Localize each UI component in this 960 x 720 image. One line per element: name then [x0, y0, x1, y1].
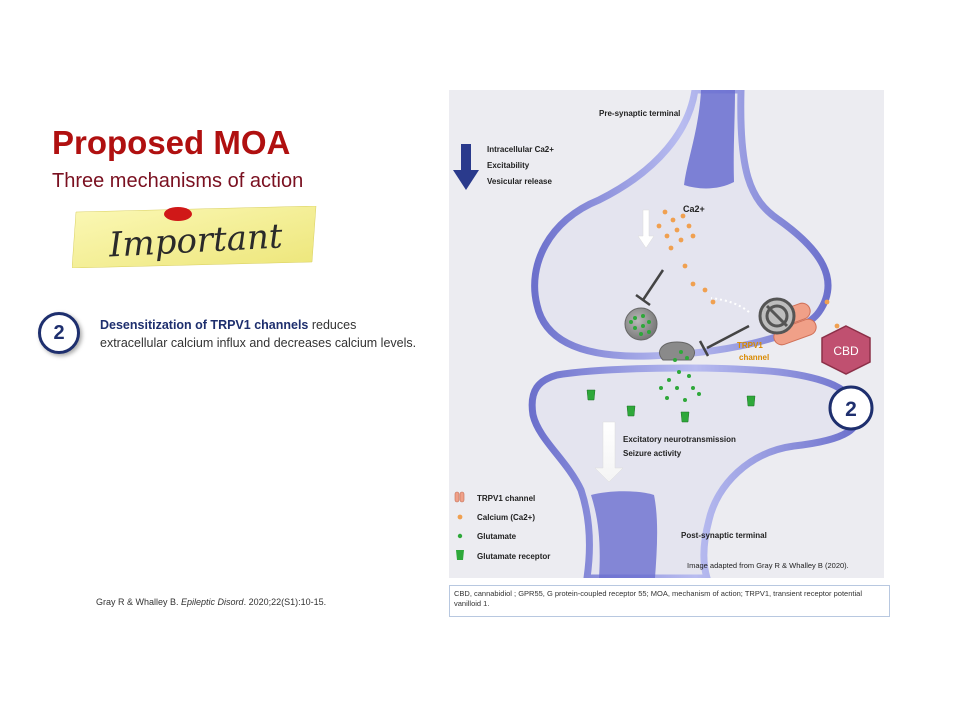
citation-authors: Gray R & Whalley B. — [96, 597, 182, 607]
presynaptic-terminal — [531, 90, 832, 360]
effect-label-1: Excitatory neurotransmission — [623, 435, 736, 444]
large-down-arrow-icon — [594, 421, 624, 483]
legend-calcium-icon — [457, 514, 463, 520]
inhibit-line-vesicle — [641, 269, 665, 301]
decrease-arrow-icon — [453, 144, 479, 190]
released-glutamate — [659, 350, 701, 402]
image-source: Image adapted from Gray R & Whalley B (2… — [687, 561, 849, 570]
important-sticky-note: Important — [72, 206, 317, 268]
postsynaptic-label: Post-synaptic terminal — [681, 531, 767, 540]
vesicle-glutamate — [629, 314, 651, 336]
cbd-hexagon — [821, 325, 871, 375]
slide-title: Proposed MOA — [52, 124, 291, 161]
down-label-1: Intracellular Ca2+ — [487, 145, 554, 154]
postsynaptic-neck-shading — [591, 491, 658, 578]
presynaptic-label: Pre-synaptic terminal — [599, 109, 680, 118]
mechanism-badge-circle — [828, 385, 874, 431]
legend-calcium: Calcium (Ca2+) — [477, 513, 535, 522]
legend-glutamate: Glutamate — [477, 532, 517, 541]
trpv1-label-1: TRPV1 — [737, 341, 763, 350]
legend-trpv1: TRPV1 channel — [477, 494, 535, 503]
legend-trpv1-icon — [454, 491, 465, 503]
down-label-2: Excitability — [487, 161, 530, 170]
calcium-cluster — [656, 209, 716, 305]
mechanism-badge-number: 2 — [845, 398, 857, 421]
legend: TRPV1 channel Calcium (Ca2+) Glutamate G… — [454, 491, 550, 561]
presynaptic-neck-shading — [684, 90, 735, 189]
effect-label-2: Seizure activity — [623, 449, 682, 458]
cbd-label: CBD — [833, 344, 859, 358]
red-pin-icon — [164, 207, 192, 221]
citation: Gray R & Whalley B. Epileptic Disord. 20… — [96, 597, 326, 607]
mechanism-number-badge: 2 — [38, 312, 80, 354]
inhibit-bar-release — [698, 340, 710, 357]
trpv1-label-2: channel — [739, 353, 769, 362]
sticky-note-text: Important — [107, 216, 284, 265]
mechanism-number: 2 — [53, 321, 65, 344]
slide-subtitle: Three mechanisms of action — [52, 170, 304, 192]
mechanism-description-bold: Desensitization of TRPV1 channels — [100, 318, 309, 332]
mechanism-description-rest: reduces extracellular calcium influx and… — [100, 318, 417, 350]
legend-receptor: Glutamate receptor — [477, 552, 550, 561]
mechanism-description: Desensitization of TRPV1 channels reduce… — [100, 316, 420, 352]
blocked-icon — [758, 297, 796, 335]
citation-rest: . 2020;22(S1):10-15. — [243, 597, 327, 607]
inhibit-bar-vesicle — [635, 293, 651, 307]
calcium-label: Ca2+ — [683, 204, 705, 214]
synapse-diagram: Intracellular Ca2+ Excitability Vesicula… — [449, 90, 884, 578]
inhibit-line-release — [706, 324, 750, 350]
legend-receptor-icon — [456, 550, 464, 560]
glutamate-receptors — [586, 389, 756, 423]
citation-journal: Epileptic Disord — [181, 597, 244, 607]
small-down-arrow-icon — [637, 209, 655, 249]
down-label-3: Vesicular release — [487, 177, 552, 186]
fusing-vesicle — [659, 341, 695, 361]
abbreviations-footnote: CBD, cannabidiol ; GPR55, G protein-coup… — [449, 585, 890, 617]
legend-glutamate-icon — [457, 533, 463, 539]
